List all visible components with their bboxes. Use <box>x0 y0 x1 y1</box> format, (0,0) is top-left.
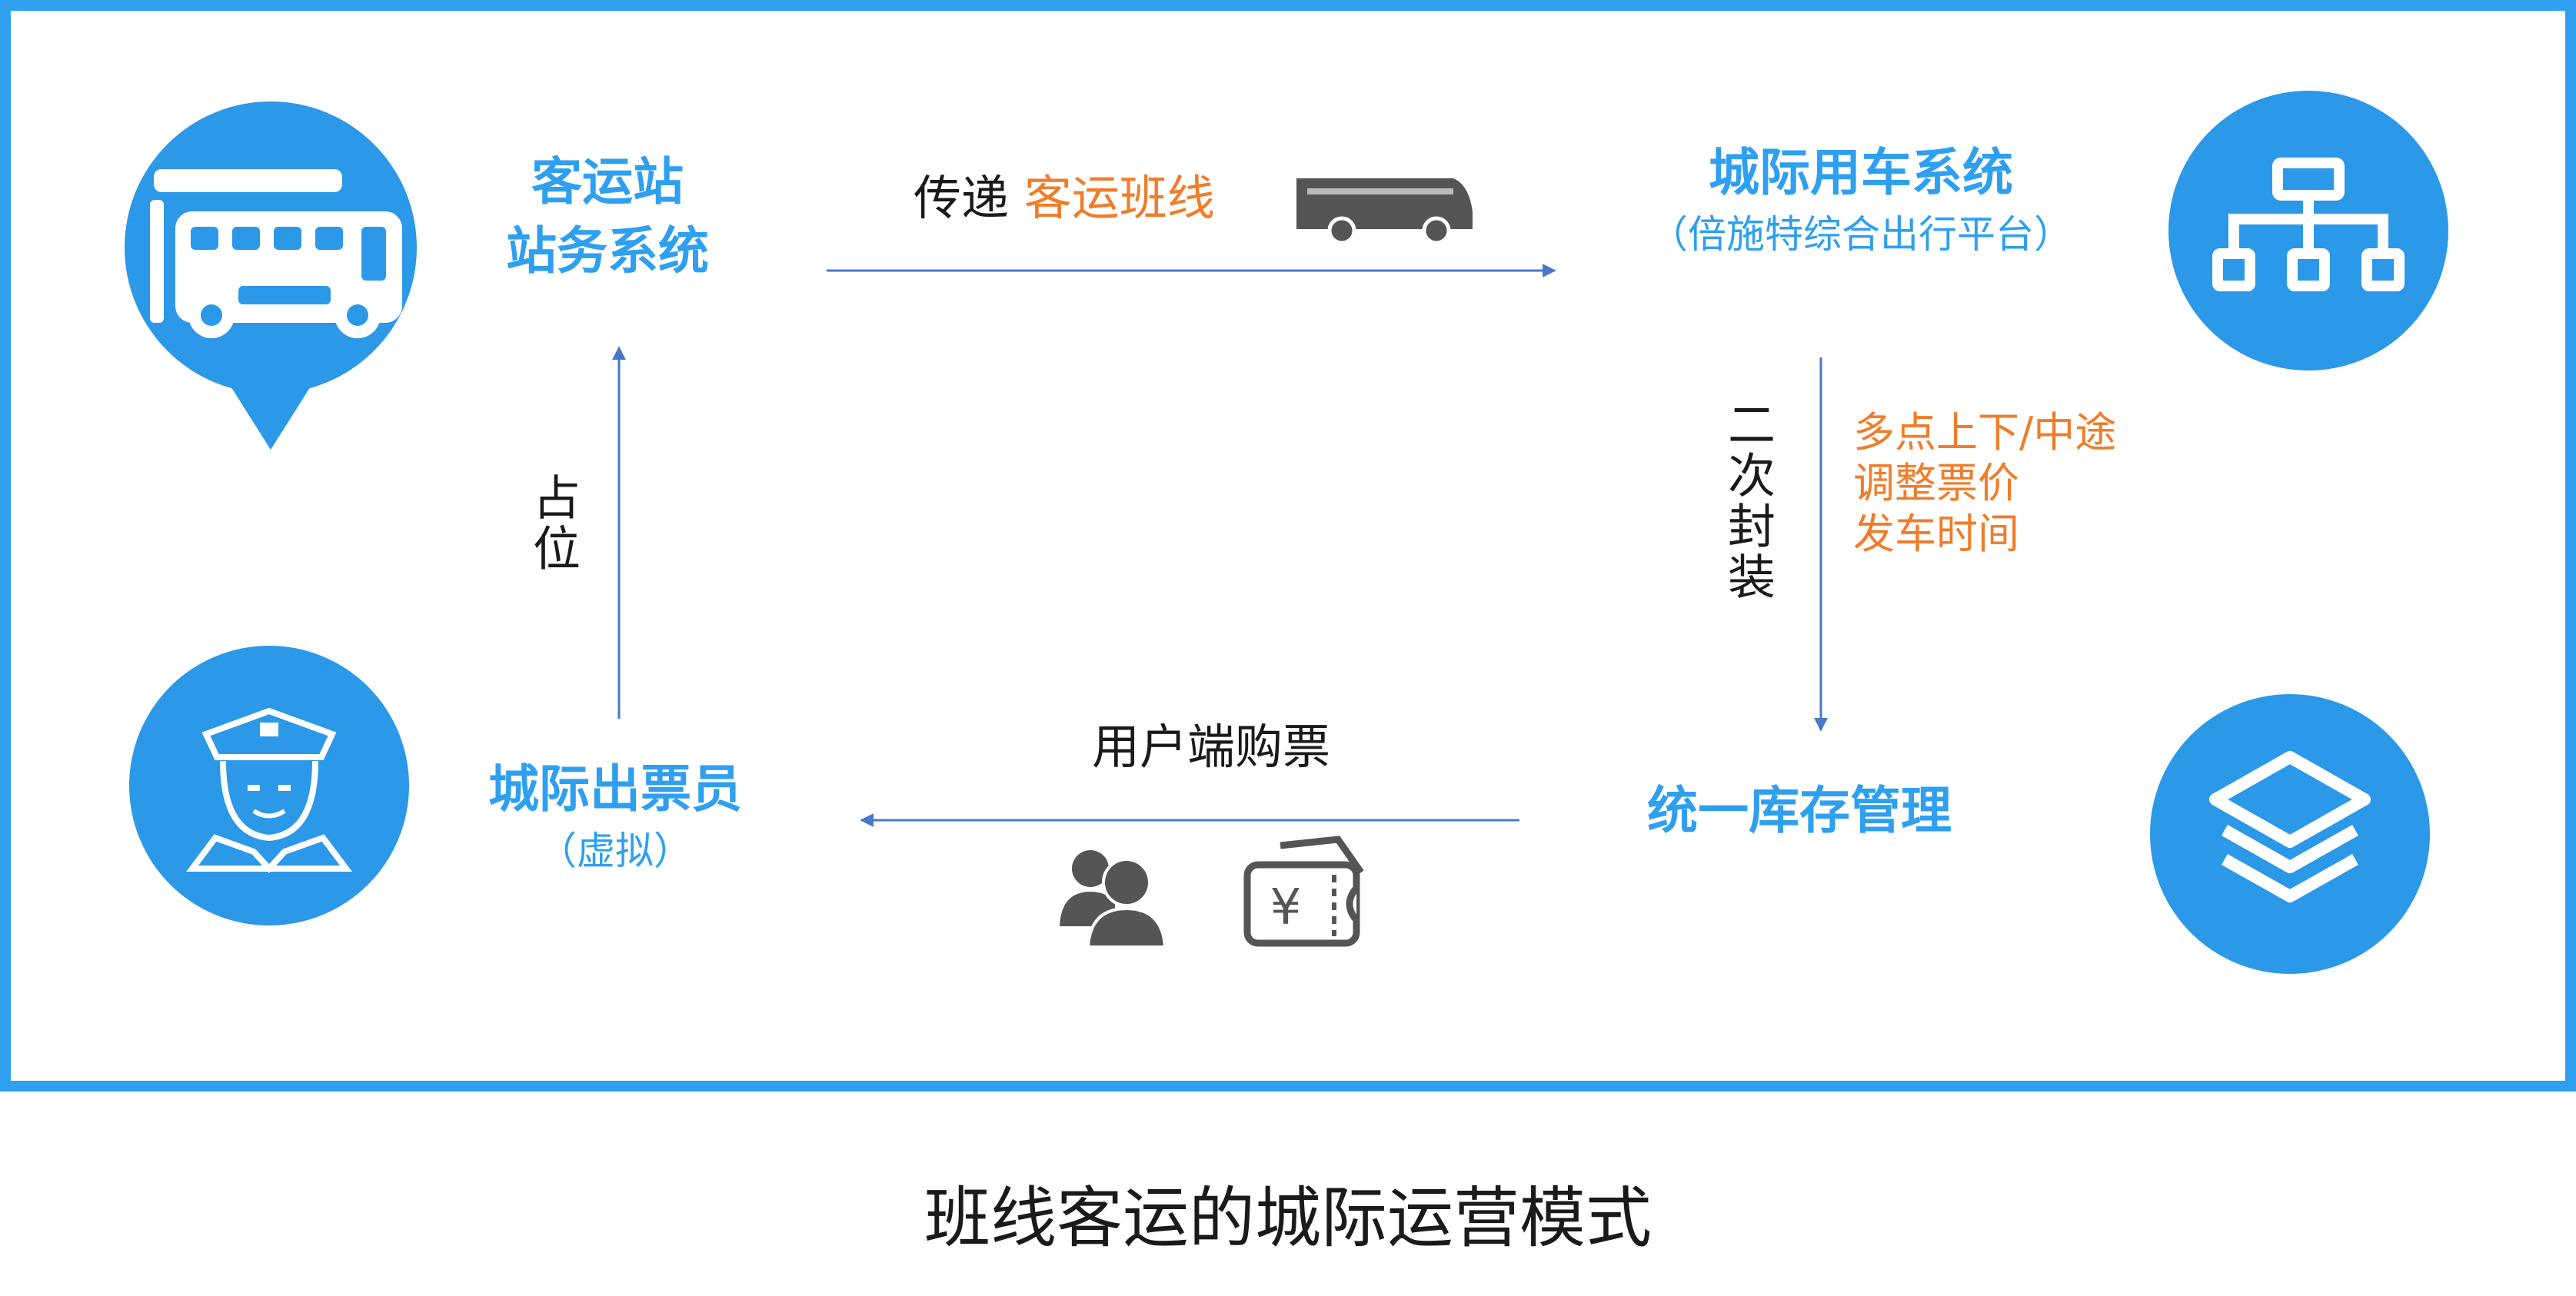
page-title: 班线客运的城际运营模式 <box>924 1180 1652 1257</box>
edge-top-label: 传递 客运班线 <box>914 168 1215 229</box>
edge-top-prefix: 传递 <box>914 170 1024 226</box>
intercity-system-name: 城际用车系统 <box>1709 143 2013 202</box>
edge-right-notes: 多点上下/中途 调整票价 发车时间 <box>1853 407 2116 560</box>
intercity-system-subtitle: （倍施特综合出行平台） <box>1649 212 2072 257</box>
diagram-frame <box>0 0 2576 1092</box>
svg-text:¥: ¥ <box>1270 879 1302 936</box>
edge-bottom-label: 用户端购票 <box>1092 719 1331 775</box>
agent-note: （虚拟） <box>538 829 692 873</box>
inventory-name: 统一库存管理 <box>1647 781 1952 840</box>
node-inventory: 统一库存管理 <box>1599 776 1999 846</box>
note-multi-stop: 多点上下/中途 <box>1853 408 2117 457</box>
node-station: 客运站 站务系统 <box>492 148 723 286</box>
node-intercity-system: 城际用车系统 （倍施特综合出行平台） <box>1630 138 2092 261</box>
agent-name: 城际出票员 <box>488 759 742 819</box>
node-agent: 城际出票员 （虚拟） <box>454 755 777 878</box>
edge-left-label: 占位 <box>524 473 581 574</box>
note-adjust-price: 调整票价 <box>1853 459 2019 507</box>
edge-top-highlight: 客运班线 <box>1023 170 1215 226</box>
edge-right-label: 二次封装 <box>1719 400 1776 603</box>
station-system-name: 站务系统 <box>506 221 709 281</box>
station-name: 客运站 <box>531 152 684 211</box>
note-departure-time: 发车时间 <box>1853 510 2019 558</box>
